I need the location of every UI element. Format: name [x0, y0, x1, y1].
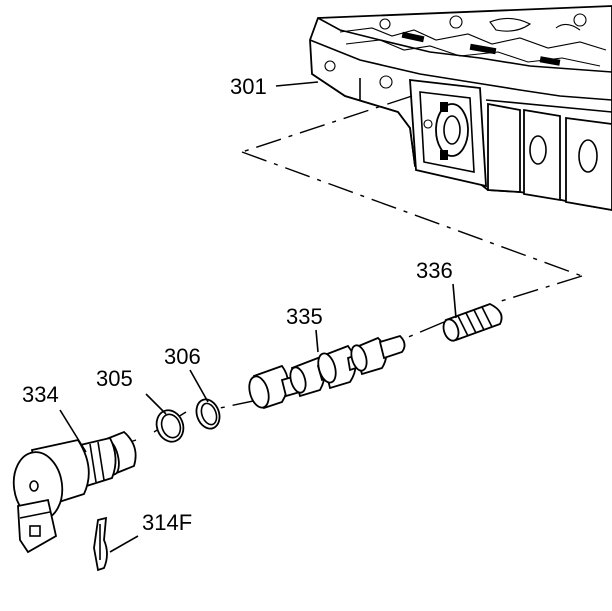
valve — [248, 334, 406, 410]
callout-335: 335 — [286, 304, 323, 329]
callout-334: 334 — [22, 382, 59, 407]
callout-305: 305 — [96, 366, 133, 391]
o-ring-305 — [155, 409, 185, 443]
callout-336: 336 — [416, 258, 453, 283]
valve-body — [309, 5, 612, 211]
solenoid — [12, 430, 137, 554]
callout-314f: 314F — [142, 510, 192, 535]
callout-306: 306 — [164, 344, 201, 369]
retainer-clip — [93, 516, 108, 572]
spring — [442, 303, 503, 342]
leader-lines — [59, 81, 457, 553]
o-ring-306 — [195, 398, 221, 430]
callout-301: 301 — [230, 74, 267, 99]
